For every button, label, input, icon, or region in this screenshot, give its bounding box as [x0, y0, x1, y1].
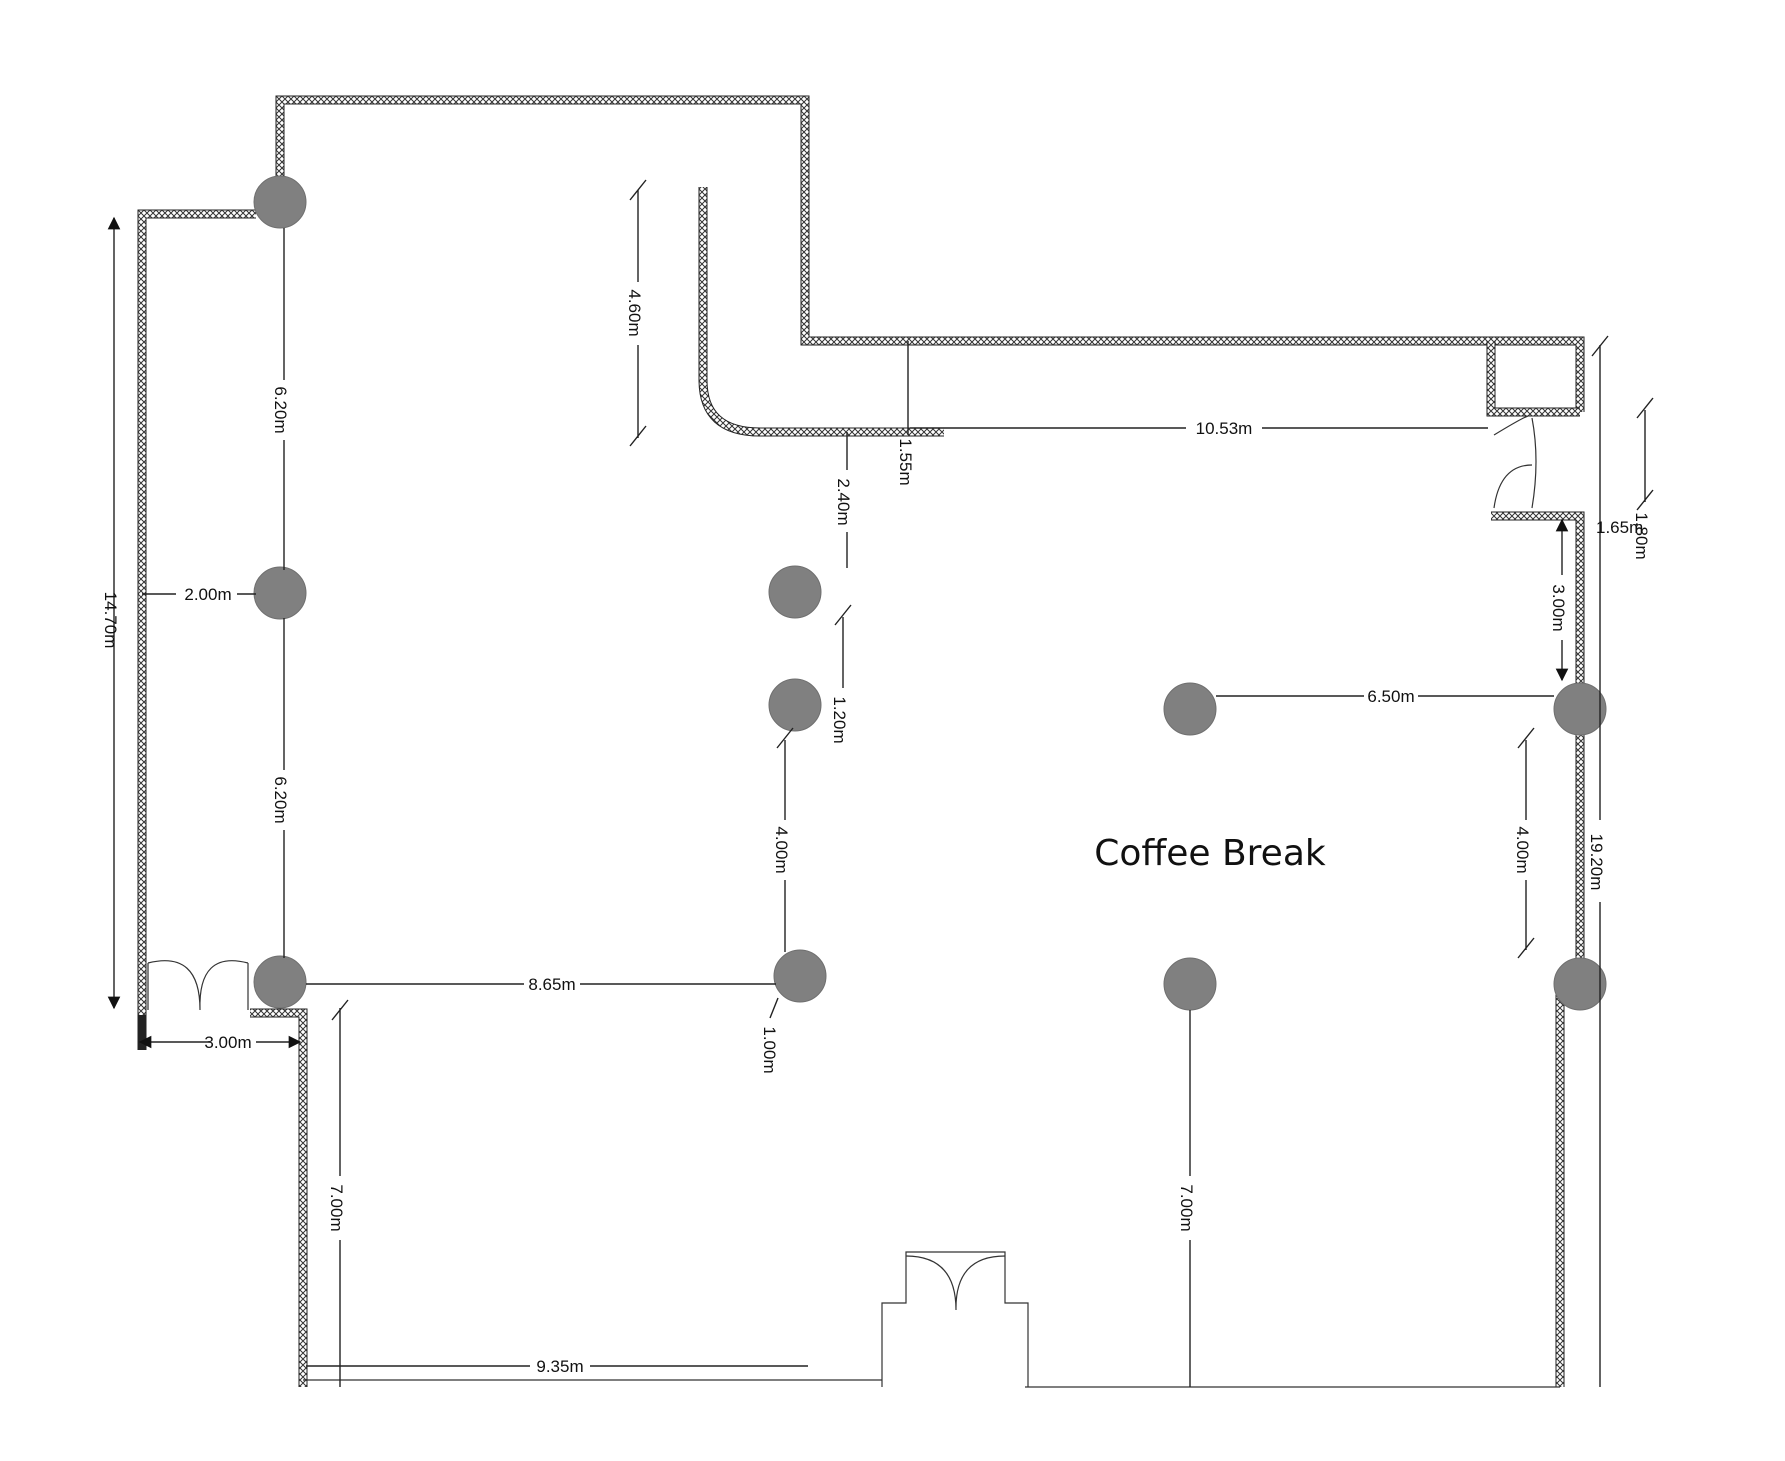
- dim-right-column-spacing: 4.00m: [1513, 826, 1532, 873]
- dim-total-height-right: 19.20m: [1587, 834, 1606, 891]
- column: [253, 175, 307, 229]
- dim-corridor-depth: 1.55m: [896, 438, 915, 485]
- door-alcove-bottom: [881, 1251, 1029, 1387]
- door-left-entrance: [147, 960, 249, 1011]
- column: [253, 566, 307, 620]
- wall-top: [275, 95, 1585, 412]
- dim-lower-right-depth: 7.00m: [1177, 1184, 1196, 1231]
- dim-wall-offset: 2.00m: [184, 585, 231, 604]
- dim-total-height-left: 14.70m: [101, 592, 120, 649]
- column: [1163, 682, 1217, 736]
- dim-right-column-span: 6.50m: [1367, 687, 1414, 706]
- dim-lower-column-span: 6.20m: [271, 776, 290, 823]
- dim-entrance-width: 3.00m: [204, 1033, 251, 1052]
- dim-upper-column-span: 6.20m: [271, 386, 290, 433]
- dim-lower-left-depth: 7.00m: [327, 1184, 346, 1231]
- dimension-labels: 14.70m 6.20m 6.20m 2.00m 3.00m 4.60m 1.5…: [101, 289, 1651, 1376]
- doors: [147, 415, 1537, 1311]
- column: [773, 949, 827, 1003]
- wall-lower-left: [250, 1008, 308, 1387]
- dim-upper-room-width: 10.53m: [1196, 419, 1253, 438]
- dim-partition-length: 4.60m: [625, 289, 644, 336]
- column: [1163, 957, 1217, 1011]
- dim-partition-gap: 2.40m: [834, 478, 853, 525]
- dim-right-door-to-column: 3.00m: [1549, 584, 1568, 631]
- walls: [137, 95, 1585, 1388]
- door-right: [1493, 415, 1537, 509]
- column: [768, 678, 822, 732]
- dim-door-clearance: 1.65m: [1596, 518, 1643, 537]
- column: [768, 565, 822, 619]
- column: [1553, 957, 1607, 1011]
- dim-span-between-columns: 8.65m: [528, 975, 575, 994]
- wall-small-room: [1486, 341, 1580, 417]
- columns: [253, 175, 1607, 1011]
- dim-bottom-width: 9.35m: [536, 1357, 583, 1376]
- dim-column-spacing-mid: 4.00m: [772, 826, 791, 873]
- door-bottom: [905, 1255, 1006, 1311]
- column: [1553, 682, 1607, 736]
- dim-column-offset: 1.00m: [760, 1026, 779, 1073]
- dimension-lines: [107, 179, 1654, 1387]
- column: [253, 955, 307, 1009]
- dim-right-offset-top: 1.80m: [1632, 512, 1651, 559]
- wall-outer-left: [137, 209, 256, 1050]
- room-label: Coffee Break: [1094, 833, 1326, 874]
- dim-column-spacing-small: 1.20m: [830, 696, 849, 743]
